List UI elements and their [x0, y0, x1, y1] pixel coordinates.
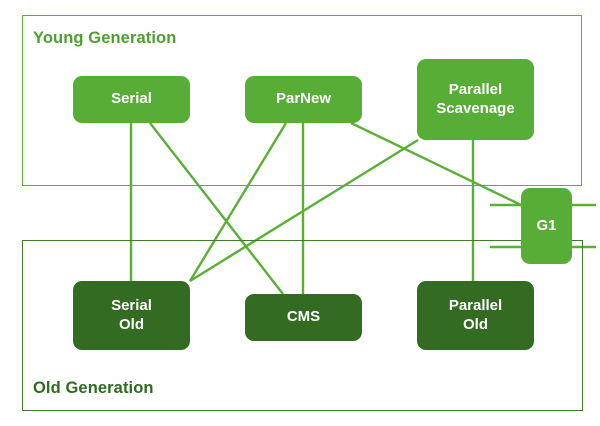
- node-label-serial: Serial: [111, 90, 152, 108]
- edge-parnew-to-serial-old: [188, 122, 288, 282]
- node-label-line: Scavenage: [436, 99, 515, 117]
- node-label-line: ParNew: [275, 90, 332, 108]
- node-label-parnew: ParNew: [276, 90, 331, 108]
- edge-parallel-scavenage-to-serial-old: [189, 138, 419, 283]
- node-label-line: Serial: [111, 90, 152, 108]
- node-label-line: Parallel: [448, 297, 503, 315]
- node-label-line: G1: [536, 216, 557, 234]
- node-g1[interactable]: G1: [521, 188, 572, 264]
- edge-serial-to-cms: [149, 122, 284, 295]
- node-label-g1: G1: [536, 217, 556, 235]
- region-label-old-generation: Old Generation: [33, 379, 154, 397]
- node-label-cms: CMS: [287, 308, 320, 326]
- node-label-line: CMS: [286, 308, 321, 326]
- node-label-line: Parallel: [448, 81, 503, 99]
- node-label-line: Old: [119, 315, 144, 333]
- node-cms[interactable]: CMS: [245, 294, 362, 341]
- region-young-generation: [22, 15, 582, 186]
- node-label-line: Old: [463, 315, 488, 333]
- node-label-line: Serial: [111, 297, 152, 315]
- node-serial[interactable]: Serial: [73, 76, 190, 123]
- edge-parnew-to-g1: [350, 121, 522, 207]
- region-old-generation: [22, 240, 583, 411]
- region-label-young-generation: Young Generation: [33, 29, 177, 47]
- node-parnew[interactable]: ParNew: [245, 76, 362, 123]
